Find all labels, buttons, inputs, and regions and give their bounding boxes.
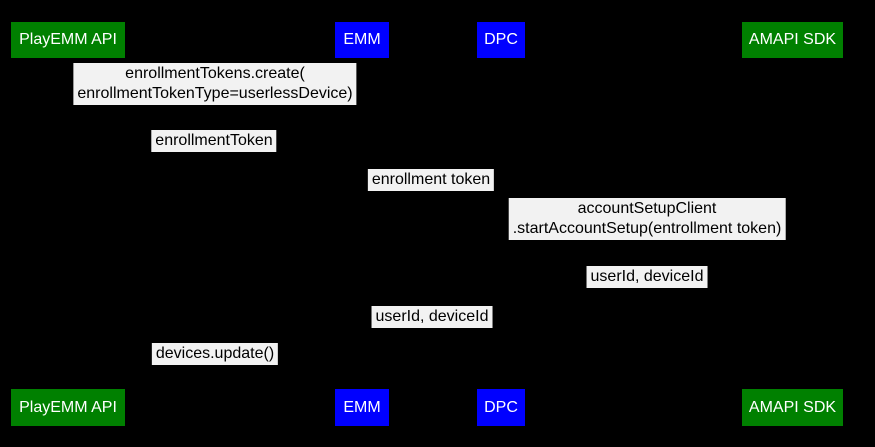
actor-box-amapi-sdk-bottom: AMAPI SDK bbox=[742, 389, 843, 426]
actor-label-dpc: DPC bbox=[484, 31, 518, 48]
message-label-start-account-setup: accountSetupClient .startAccountSetup(en… bbox=[508, 198, 786, 240]
message-line: enrollment token bbox=[371, 171, 491, 188]
message-line: accountSetupClient bbox=[577, 200, 717, 217]
actor-box-amapi-sdk-top: AMAPI SDK bbox=[742, 22, 843, 58]
actor-label-emm: EMM bbox=[343, 31, 381, 48]
actor-box-playemm-api-top: PlayEMM API bbox=[11, 22, 125, 58]
message-label-userid-deviceid-right: userId, deviceId bbox=[586, 266, 708, 288]
message-label-enrollmenttoken: enrollmentToken bbox=[151, 130, 277, 152]
message-label-userid-deviceid-left: userId, deviceId bbox=[371, 306, 493, 328]
actor-label-amapi-sdk: AMAPI SDK bbox=[748, 31, 837, 48]
actor-box-dpc-bottom: DPC bbox=[477, 389, 525, 426]
message-label-enrollment-tokens-create: enrollmentTokens.create( enrollmentToken… bbox=[73, 63, 357, 105]
message-line: enrollmentTokenType=userlessDevice) bbox=[77, 85, 353, 102]
message-line: enrollmentTokens.create( bbox=[125, 65, 305, 82]
actor-label-playemm-api: PlayEMM API bbox=[19, 398, 117, 416]
actor-box-playemm-api-bottom: PlayEMM API bbox=[11, 389, 125, 426]
message-line: enrollmentToken bbox=[155, 132, 273, 149]
message-line: userId, deviceId bbox=[590, 268, 704, 285]
actor-label-playemm-api: PlayEMM API bbox=[19, 31, 117, 48]
message-label-devices-update: devices.update() bbox=[151, 343, 279, 365]
actor-box-emm-bottom: EMM bbox=[335, 389, 389, 426]
actor-label-emm: EMM bbox=[343, 398, 381, 416]
message-line: devices.update() bbox=[155, 345, 275, 362]
actor-label-amapi-sdk: AMAPI SDK bbox=[748, 398, 837, 416]
message-line: .startAccountSetup(entrollment token) bbox=[512, 220, 782, 237]
actor-box-dpc-top: DPC bbox=[477, 22, 525, 58]
actor-label-dpc: DPC bbox=[484, 398, 518, 416]
message-label-enrollment-token: enrollment token bbox=[367, 169, 495, 191]
message-line: userId, deviceId bbox=[375, 308, 489, 325]
actor-box-emm-top: EMM bbox=[335, 22, 389, 58]
